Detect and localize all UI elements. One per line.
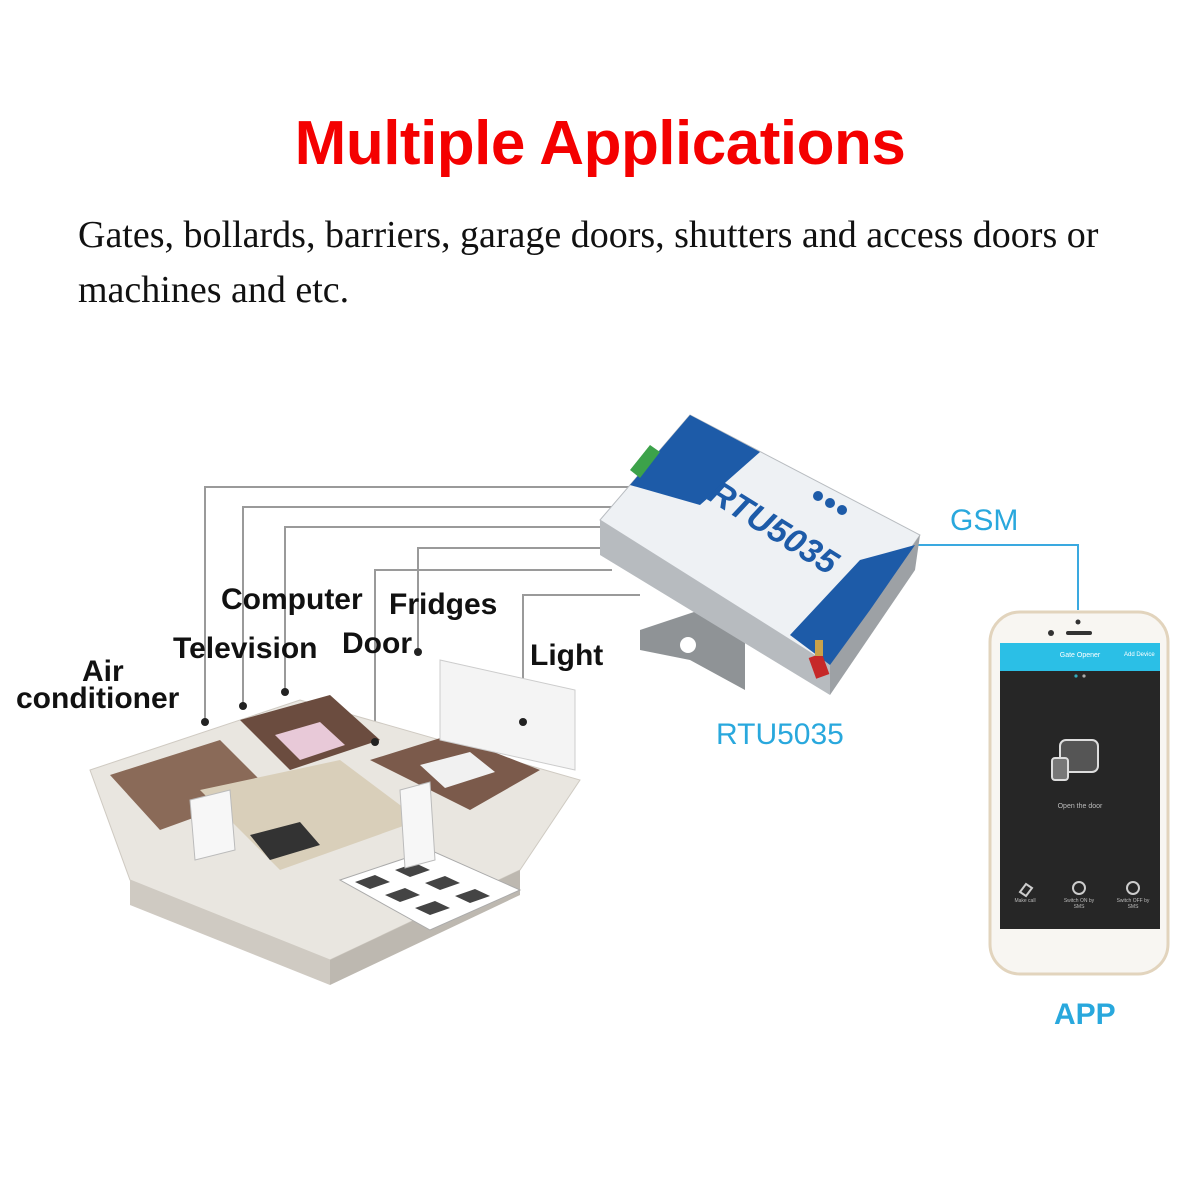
label-computer: Computer xyxy=(221,583,363,616)
switch-off-button[interactable]: Switch OFF by SMS xyxy=(1116,898,1150,910)
gsm-link-line xyxy=(915,544,1079,610)
add-device-button[interactable]: Add Device xyxy=(1124,652,1155,658)
smartphone xyxy=(988,610,1170,976)
line-computer xyxy=(284,526,620,690)
open-door-label[interactable]: Open the door xyxy=(1057,803,1103,810)
line-door xyxy=(374,569,612,740)
label-door: Door xyxy=(342,627,412,660)
app-caption: APP xyxy=(1054,998,1116,1031)
connection-lines xyxy=(204,486,640,740)
house-illustration xyxy=(89,648,581,985)
rtu5035-device: RTU5035 xyxy=(599,414,921,695)
line-fridges xyxy=(417,547,615,650)
description: Gates, bollards, barriers, garage doors,… xyxy=(78,214,1099,311)
gsm-label: GSM xyxy=(950,504,1019,537)
device-caption: RTU5035 xyxy=(716,718,844,751)
page-title: Multiple Applications xyxy=(294,109,906,178)
switch-on-button[interactable]: Switch ON by SMS xyxy=(1063,898,1095,910)
app-header-title: Gate Opener xyxy=(1059,652,1101,659)
label-fridges: Fridges xyxy=(389,588,498,621)
make-call-button[interactable]: Make call xyxy=(1014,898,1036,904)
label-light: Light xyxy=(530,639,604,672)
label-air-conditioner-line1: Air xyxy=(82,655,124,688)
line-air-conditioner xyxy=(204,486,640,720)
label-television: Television xyxy=(173,632,318,665)
label-air-conditioner-line2: conditioner xyxy=(16,682,180,715)
line-television xyxy=(242,506,630,705)
